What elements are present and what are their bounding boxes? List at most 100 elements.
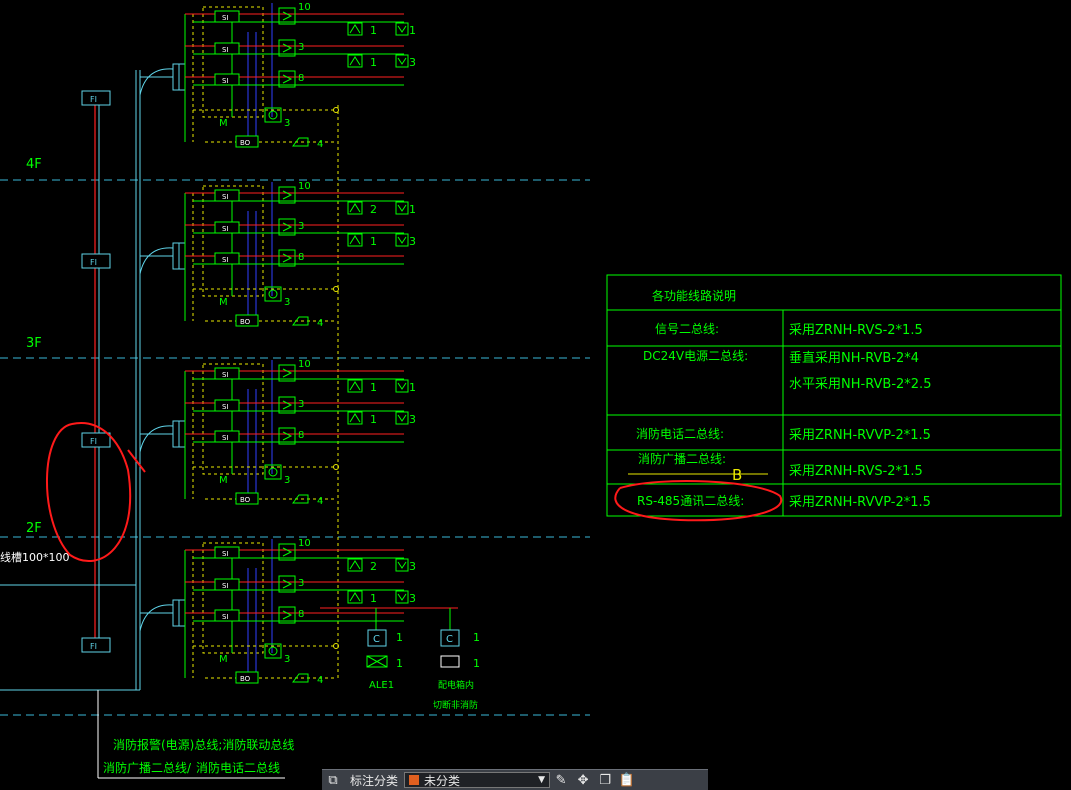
smoke-count: 1 xyxy=(370,413,377,426)
ale-module-count: 1 xyxy=(396,631,403,644)
broadcast-symbol: B xyxy=(732,466,742,484)
telephone-icon xyxy=(264,286,282,302)
floor-label-3f: 3F xyxy=(26,336,42,351)
floor-label-2f: 2F xyxy=(26,521,42,536)
detector-symbol xyxy=(278,396,296,414)
smoke-count: 2 xyxy=(370,560,377,573)
power-box-label-1: 配电箱内 xyxy=(438,679,474,691)
speaker-icon xyxy=(292,137,309,147)
si-module xyxy=(214,430,240,443)
bo-label: BO xyxy=(240,318,251,326)
alarm-button-icon xyxy=(395,233,409,247)
fi-label: FI xyxy=(90,642,97,651)
legend-row-2-name: DC24V电源二总线: xyxy=(643,349,748,363)
telephone-count: 3 xyxy=(284,654,290,665)
device-count: 3 xyxy=(298,42,304,53)
alarm-button-icon xyxy=(395,201,409,215)
power-module-box xyxy=(440,629,460,647)
fi-box xyxy=(81,432,111,448)
trunking-label: 线槽100*100 xyxy=(0,550,70,564)
telephone-icon xyxy=(264,643,282,659)
bo-label: BO xyxy=(240,496,251,504)
alarm-button-icon xyxy=(395,54,409,68)
alarm-button-icon xyxy=(395,590,409,604)
annotation-tick xyxy=(127,449,146,473)
legend-table: 各功能线路说明 信号二总线: 采用ZRNH-RVS-2*1.5 DC24V电源二… xyxy=(606,274,1062,517)
detector-symbol xyxy=(278,7,296,25)
bo-module xyxy=(235,671,259,684)
move-icon[interactable]: ✥ xyxy=(577,772,589,788)
alarm-button-icon xyxy=(395,379,409,393)
floor-label-4f: 4F xyxy=(26,157,42,172)
alarm-count: 1 xyxy=(409,381,416,394)
category-color-swatch xyxy=(409,775,420,785)
annotation-circle-rs485 xyxy=(614,480,783,522)
power-module-count: 1 xyxy=(473,631,480,644)
legend-row-2-spec-2: 水平采用NH-RVB-2*2.5 xyxy=(789,377,931,392)
speaker-count: 4 xyxy=(317,139,323,150)
pen-edit-icon[interactable]: ✎ xyxy=(555,772,567,788)
speaker-icon xyxy=(292,673,309,683)
alarm-count: 3 xyxy=(409,235,416,248)
smoke-detector-icon xyxy=(347,54,363,68)
smoke-count: 1 xyxy=(370,235,377,248)
legend-row-3-name: 消防电话二总线: xyxy=(636,426,724,441)
alarm-count: 1 xyxy=(409,203,416,216)
copy-icon[interactable]: ❐ xyxy=(599,772,611,788)
ale-module-box xyxy=(367,629,387,647)
multi-window-icon[interactable]: ⧉ xyxy=(328,772,338,788)
bo-module xyxy=(235,135,259,148)
si-label: SI xyxy=(222,434,229,442)
legend-row-3-spec: 采用ZRNH-RVVP-2*1.5 xyxy=(789,428,931,443)
si-module xyxy=(214,399,240,412)
detector-symbol xyxy=(278,249,296,267)
bo-module xyxy=(235,492,259,505)
smoke-detector-icon xyxy=(347,379,363,393)
bottom-note-2a: 消防广播二总线/ xyxy=(103,760,192,775)
bottom-note-2b: 消防电话二总线 xyxy=(196,760,280,775)
device-count: 8 xyxy=(298,73,304,84)
speaker-icon xyxy=(292,316,309,326)
legend-row-4-name: 消防广播二总线: xyxy=(638,451,726,466)
bottom-note-1: 消防报警(电源)总线;消防联动总线 xyxy=(113,737,294,752)
bo-label: BO xyxy=(240,139,251,147)
bo-label: BO xyxy=(240,675,251,683)
speaker-icon xyxy=(292,494,309,504)
paste-icon[interactable]: 📋 xyxy=(618,772,636,788)
si-module xyxy=(214,10,240,23)
detector-symbol xyxy=(278,543,296,561)
power-box-label-2: 切断非消防 xyxy=(433,699,478,711)
si-label: SI xyxy=(222,582,229,590)
fi-box xyxy=(81,253,111,269)
smoke-count: 1 xyxy=(370,381,377,394)
category-select[interactable]: 未分类 ▼ xyxy=(404,772,551,788)
smoke-detector-icon xyxy=(347,558,363,572)
smoke-count: 2 xyxy=(370,203,377,216)
speaker-count: 4 xyxy=(317,318,323,329)
telephone-count: 3 xyxy=(284,475,290,486)
smoke-detector-icon xyxy=(347,590,363,604)
annotation-circle-fi xyxy=(46,422,132,562)
detector-symbol xyxy=(278,427,296,445)
category-select-value: 未分类 xyxy=(424,773,461,788)
device-count: 10 xyxy=(298,359,311,370)
speaker-count: 4 xyxy=(317,496,323,507)
ale-device-count: 1 xyxy=(396,657,403,670)
module-m-label: M xyxy=(219,118,228,129)
smoke-count: 1 xyxy=(370,24,377,37)
bo-module xyxy=(235,314,259,327)
alarm-button-icon xyxy=(395,558,409,572)
telephone-count: 3 xyxy=(284,297,290,308)
alarm-count: 3 xyxy=(409,592,416,605)
legend-row-4-spec: 采用ZRNH-RVS-2*1.5 xyxy=(789,464,923,479)
telephone-count: 3 xyxy=(284,118,290,129)
device-count: 10 xyxy=(298,2,311,13)
legend-row-1-spec: 采用ZRNH-RVS-2*1.5 xyxy=(789,323,923,338)
power-module-c: C xyxy=(446,634,453,645)
si-label: SI xyxy=(222,46,229,54)
